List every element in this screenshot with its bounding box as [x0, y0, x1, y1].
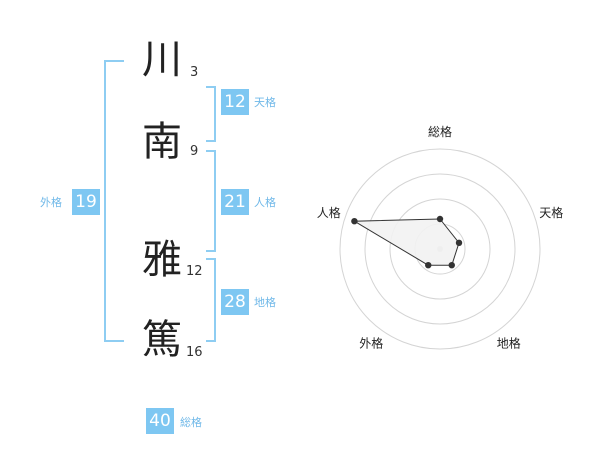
- radar-point-4: [425, 261, 432, 269]
- stroke-count-3: 12: [186, 264, 203, 279]
- jinkaku-badge: 21: [221, 189, 249, 215]
- radar-axis-label-2: 天格: [539, 205, 563, 220]
- stroke-count-4: 16: [186, 345, 203, 360]
- radar-ring-2: [389, 198, 491, 300]
- tenkaku-label: 天格: [254, 96, 276, 109]
- chikaku-badge: 28: [221, 289, 249, 315]
- radar-point-3: [448, 261, 455, 269]
- tenkaku-bracket: [206, 86, 216, 142]
- chikaku-bracket: [206, 258, 216, 342]
- radar-point-1: [436, 215, 444, 223]
- stroke-count-1: 3: [190, 65, 199, 80]
- name-char-3: 雅: [142, 237, 182, 283]
- gaikaku-bracket: [104, 60, 124, 342]
- jinkaku-bracket: [206, 150, 216, 252]
- stroke-count-2: 9: [190, 144, 199, 159]
- gaikaku-label: 外格: [40, 196, 62, 209]
- jinkaku-label: 人格: [254, 196, 276, 209]
- name-char-2: 南: [142, 119, 182, 165]
- radar-ring-3: [364, 173, 516, 325]
- radar-point-2: [455, 239, 463, 247]
- radar-ring-4: [339, 148, 541, 350]
- soukaku-label: 総格: [180, 416, 202, 429]
- soukaku-badge: 40: [146, 408, 174, 434]
- radar-axis-label-5: 人格: [317, 205, 341, 220]
- radar-axis-label-3: 地格: [497, 336, 521, 351]
- radar-series-area: [352, 218, 460, 266]
- radar-axis-label-4: 外格: [359, 336, 383, 351]
- chikaku-label: 地格: [254, 296, 276, 309]
- name-char-4: 篤: [142, 317, 182, 363]
- radar-point-5: [351, 217, 358, 225]
- tenkaku-badge: 12: [221, 89, 249, 115]
- gaikaku-badge: 19: [72, 189, 100, 215]
- name-char-1: 川: [142, 37, 182, 83]
- radar-axis-label-1: 総格: [428, 124, 452, 139]
